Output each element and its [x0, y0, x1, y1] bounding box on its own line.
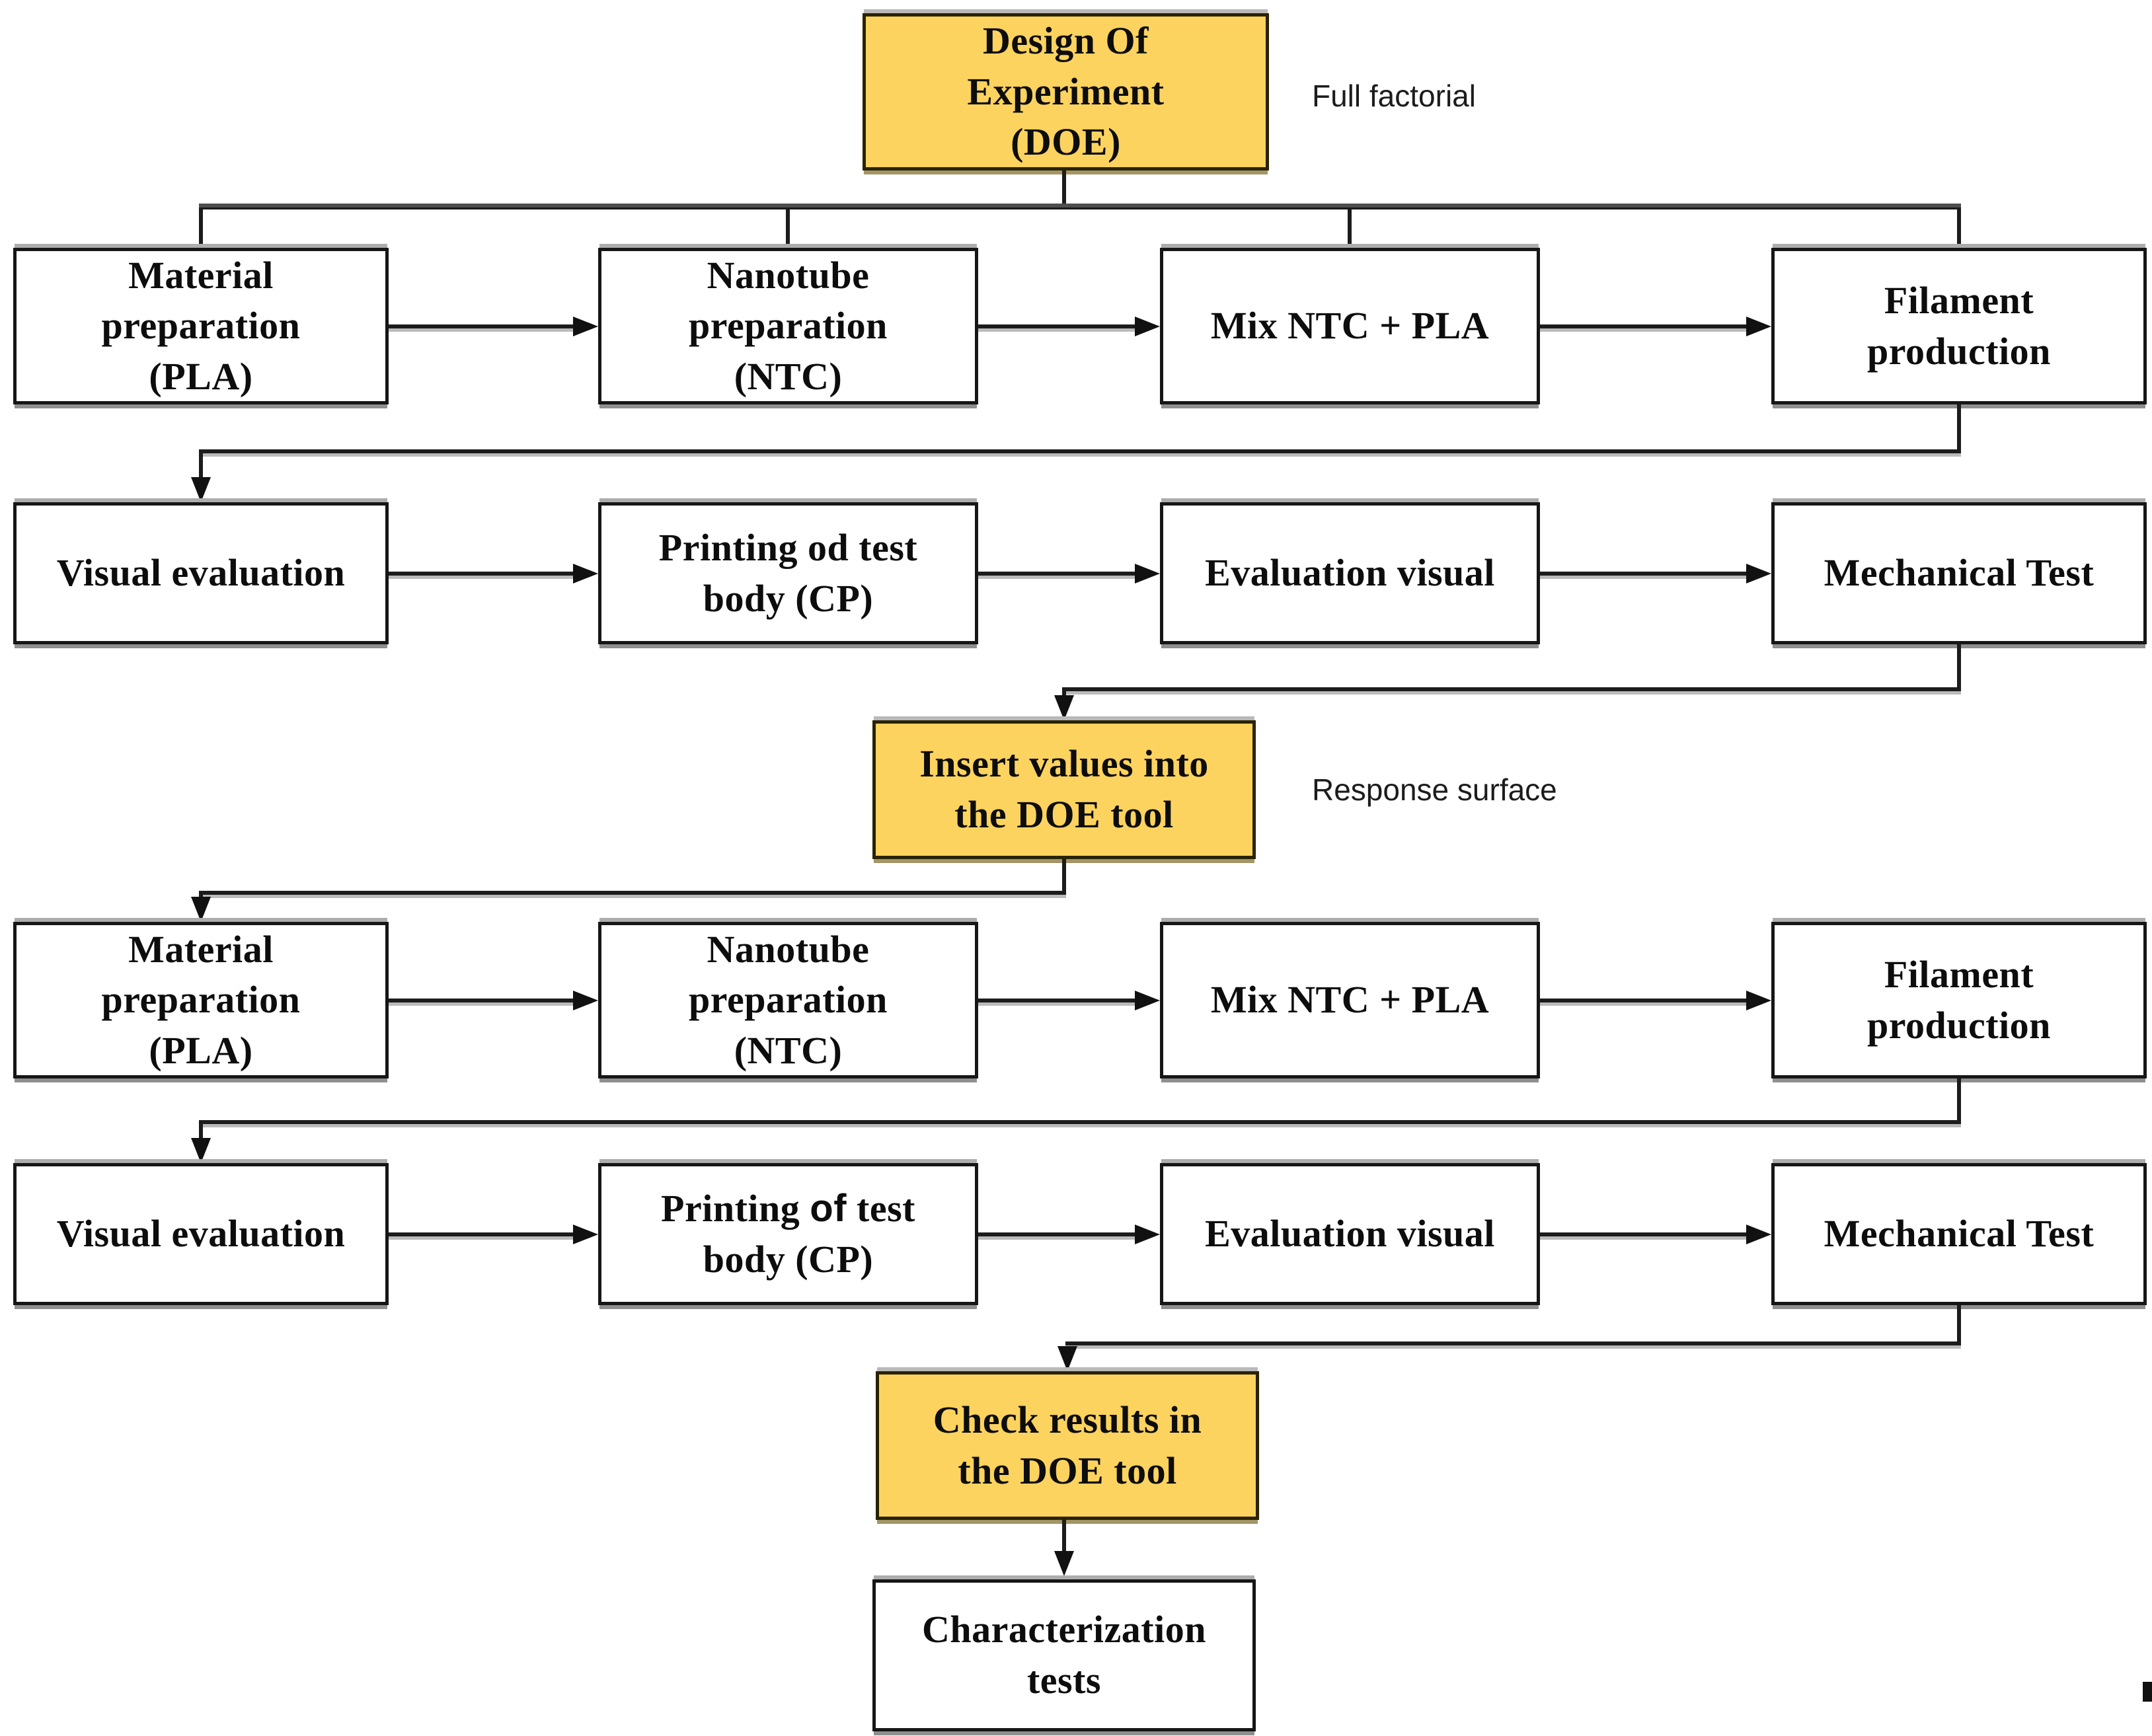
- printing2-of: of: [810, 1186, 847, 1230]
- box-filament-production-2: Filament production: [1771, 922, 2147, 1078]
- box-evaluation-visual-1-label: Evaluation visual: [1205, 551, 1495, 595]
- connector-elbow5-across: [1065, 1341, 1961, 1345]
- connector-elbow1-down: [1957, 404, 1961, 449]
- box-printing-test-body-2: Printing of test body (CP): [598, 1163, 978, 1305]
- connector-r2-a1: [389, 572, 573, 576]
- box-visual-evaluation-2: Visual evaluation: [13, 1163, 389, 1305]
- connector-branch-col3: [1348, 209, 1352, 248]
- arrowhead-right-r3-a3: [1746, 991, 1771, 1010]
- box-printing-test-body-2-label: Printing of test body (CP): [661, 1184, 915, 1285]
- full-factorial-label: Full factorial: [1312, 79, 1476, 113]
- box-design-of-experiment: Design Of Experiment (DOE): [863, 13, 1269, 170]
- box-printing-test-body-1-label: Printing od test body (CP): [658, 525, 918, 620]
- stray-mark: [2143, 1682, 2152, 1702]
- arrowhead-right-r2-a3: [1746, 564, 1771, 584]
- box-material-preparation-2: Material preparation (PLA): [13, 922, 389, 1078]
- connector-elbow2-across: [1062, 687, 1961, 691]
- box-characterization-tests-label: Characterization tests: [922, 1608, 1206, 1702]
- box-nanotube-preparation-2-label: Nanotube preparation (NTC): [689, 927, 888, 1072]
- connector-r4-a1: [389, 1232, 573, 1236]
- arrowhead-right-r1-a3: [1746, 317, 1771, 336]
- box-material-preparation-1-label: Material preparation (PLA): [101, 253, 301, 398]
- box-mix-ntc-pla-1: Mix NTC + PLA: [1160, 248, 1540, 404]
- connector-r1-a3: [1540, 324, 1746, 328]
- connector-elbow1-across: [199, 449, 1961, 453]
- box-filament-production-2-label: Filament production: [1867, 952, 2051, 1047]
- connector-r4-a2: [978, 1232, 1135, 1236]
- arrowhead-down-elbow1: [191, 477, 211, 502]
- connector-elbow2-drop: [1062, 691, 1066, 697]
- connector-r1-a1: [389, 324, 573, 328]
- response-surface-label: Response surface: [1312, 773, 1557, 807]
- box-mechanical-test-2: Mechanical Test: [1771, 1163, 2147, 1305]
- arrowhead-right-r4-a2: [1135, 1225, 1160, 1244]
- connector-elbow3-down: [1062, 859, 1066, 891]
- box-insert-values-doe: Insert values into the DOE tool: [872, 720, 1256, 859]
- box-characterization-tests: Characterization tests: [872, 1579, 1256, 1731]
- box-nanotube-preparation-1: Nanotube preparation (NTC): [598, 248, 978, 404]
- connector-elbow4-drop: [199, 1124, 203, 1138]
- box-filament-production-1: Filament production: [1771, 248, 2147, 404]
- box-mechanical-test-1: Mechanical Test: [1771, 502, 2147, 644]
- connector-branch-col2: [786, 209, 790, 248]
- arrowhead-right-r1-a2: [1135, 317, 1160, 336]
- box-evaluation-visual-2-label: Evaluation visual: [1205, 1212, 1495, 1256]
- connector-elbow5-down: [1957, 1305, 1961, 1341]
- box-check-results-doe: Check results in the DOE tool: [876, 1371, 1259, 1520]
- connector-final-down: [1062, 1520, 1066, 1551]
- box-material-preparation-2-label: Material preparation (PLA): [101, 927, 301, 1072]
- box-design-of-experiment-label: Design Of Experiment (DOE): [967, 19, 1165, 164]
- arrowhead-down-final: [1054, 1551, 1074, 1576]
- arrowhead-down-elbow2: [1054, 695, 1074, 720]
- box-visual-evaluation-2-label: Visual evaluation: [56, 1212, 346, 1256]
- connector-branch-horizontal: [199, 204, 1961, 209]
- box-mix-ntc-pla-1-label: Mix NTC + PLA: [1210, 304, 1490, 348]
- box-mechanical-test-2-label: Mechanical Test: [1824, 1212, 2094, 1256]
- connector-r2-a2: [978, 572, 1135, 576]
- box-insert-values-doe-label: Insert values into the DOE tool: [919, 742, 1209, 836]
- connector-r3-a2: [978, 999, 1135, 1002]
- arrowhead-down-elbow5: [1057, 1346, 1077, 1371]
- connector-r3-a1: [389, 999, 573, 1002]
- box-mix-ntc-pla-2: Mix NTC + PLA: [1160, 922, 1540, 1078]
- box-check-results-doe-label: Check results in the DOE tool: [933, 1398, 1202, 1492]
- box-mechanical-test-1-label: Mechanical Test: [1824, 551, 2094, 595]
- connector-branch-col1: [199, 209, 203, 248]
- box-printing-test-body-1: Printing od test body (CP): [598, 502, 978, 644]
- arrowhead-right-r2-a2: [1135, 564, 1160, 584]
- arrowhead-right-r3-a2: [1135, 991, 1160, 1010]
- arrowhead-down-elbow3: [191, 897, 211, 922]
- connector-elbow3-drop: [199, 895, 203, 898]
- printing2-pre: Printing: [661, 1186, 810, 1230]
- connector-elbow1-drop: [199, 453, 203, 477]
- box-evaluation-visual-1: Evaluation visual: [1160, 502, 1540, 644]
- box-mix-ntc-pla-2-label: Mix NTC + PLA: [1210, 978, 1490, 1022]
- box-visual-evaluation-1-label: Visual evaluation: [56, 551, 346, 595]
- connector-elbow2-down: [1957, 644, 1961, 687]
- box-filament-production-1-label: Filament production: [1867, 278, 2051, 373]
- box-nanotube-preparation-1-label: Nanotube preparation (NTC): [689, 253, 888, 398]
- box-material-preparation-1: Material preparation (PLA): [13, 248, 389, 404]
- box-evaluation-visual-2: Evaluation visual: [1160, 1163, 1540, 1305]
- connector-branch-col4: [1957, 209, 1961, 248]
- connector-elbow3-across: [199, 891, 1066, 895]
- printing2-post: test body (CP): [703, 1186, 915, 1281]
- connector-elbow4-across: [199, 1120, 1961, 1124]
- box-visual-evaluation-1: Visual evaluation: [13, 502, 389, 644]
- connector-r2-a3: [1540, 572, 1746, 576]
- arrowhead-right-r1-a1: [573, 317, 598, 336]
- arrowhead-right-r4-a3: [1746, 1225, 1771, 1244]
- connector-r4-a3: [1540, 1232, 1746, 1236]
- arrowhead-right-r2-a1: [573, 564, 598, 584]
- arrowhead-down-elbow4: [191, 1138, 211, 1163]
- box-nanotube-preparation-2: Nanotube preparation (NTC): [598, 922, 978, 1078]
- connector-doe-drop: [1062, 170, 1066, 204]
- connector-elbow4-down: [1957, 1078, 1961, 1120]
- connector-r1-a2: [978, 324, 1135, 328]
- arrowhead-right-r4-a1: [573, 1225, 598, 1244]
- arrowhead-right-r3-a1: [573, 991, 598, 1010]
- connector-r3-a3: [1540, 999, 1746, 1002]
